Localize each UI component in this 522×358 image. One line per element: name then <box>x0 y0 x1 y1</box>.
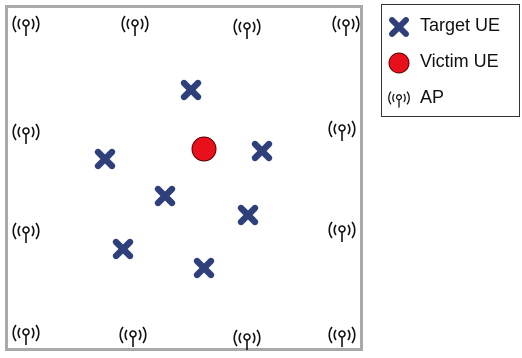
ap-icon <box>121 15 149 36</box>
ap-icon <box>233 329 261 350</box>
victim-ue-icon <box>388 52 410 74</box>
legend: Target UE Victim UE AP <box>381 4 520 117</box>
target-ue-marker <box>237 204 259 226</box>
ap-icon <box>233 18 261 39</box>
deployment-area <box>5 5 363 351</box>
ap-icon <box>328 120 356 141</box>
ap-icon <box>12 123 40 144</box>
legend-label-target-ue: Target UE <box>420 15 501 35</box>
target-ue-marker <box>154 185 176 207</box>
target-ue-marker <box>112 238 134 260</box>
target-ue-marker <box>94 148 116 170</box>
ap-icon <box>119 326 147 347</box>
victim-ue-marker <box>191 136 217 162</box>
ap-icon <box>328 326 356 347</box>
ap-icon <box>332 15 360 36</box>
target-ue-icon <box>389 17 409 37</box>
ap-icon <box>12 222 40 243</box>
target-ue-marker <box>251 140 273 162</box>
legend-item-ap: AP <box>382 83 519 113</box>
legend-label-victim-ue: Victim UE <box>420 51 499 71</box>
target-ue-marker <box>180 79 202 101</box>
deployment-map <box>12 15 360 350</box>
legend-item-target-ue: Target UE <box>382 11 519 41</box>
target-ue-marker <box>193 257 215 279</box>
ap-icon <box>12 324 40 345</box>
ap-icon <box>12 15 40 36</box>
antenna-icon <box>388 91 410 108</box>
legend-label-ap: AP <box>420 87 445 107</box>
ap-icon <box>328 221 356 242</box>
legend-item-victim-ue: Victim UE <box>382 47 519 77</box>
